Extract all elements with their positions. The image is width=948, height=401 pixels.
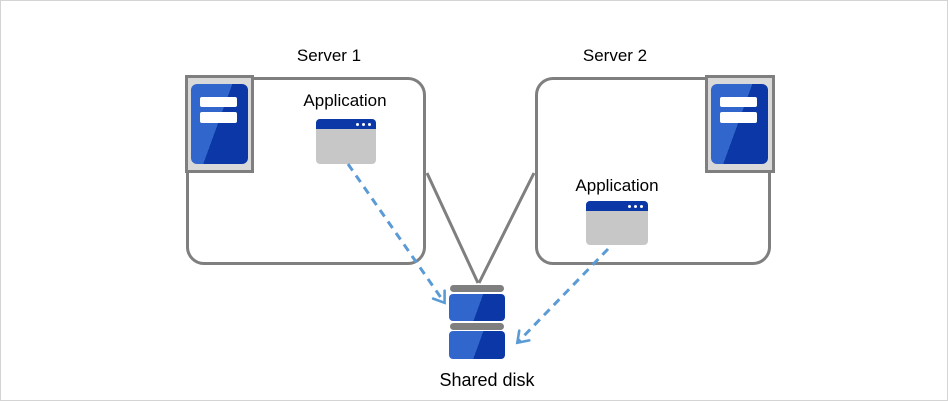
titlebar-dot (356, 122, 359, 126)
app-window-titlebar (316, 119, 376, 129)
server2-label: Server 2 (582, 46, 648, 65)
tower-slot-bar (720, 97, 757, 107)
titlebar-dot (368, 122, 371, 126)
disk-platter (449, 331, 505, 359)
disk-cap (450, 323, 504, 330)
shared-disk-label: Shared disk (439, 370, 535, 390)
tower-slot-bar (200, 97, 237, 107)
titlebar-dot (640, 204, 643, 208)
tower-slot-bar (720, 112, 757, 123)
titlebar-dot (362, 122, 365, 126)
server1-application-label: Application (303, 91, 387, 110)
server-tower-icon (191, 84, 248, 164)
server2-frame (705, 75, 775, 173)
disk-cap (450, 285, 504, 292)
server-tower-icon (711, 84, 768, 164)
tower-slot-bar (200, 112, 237, 123)
app-window-icon (586, 201, 648, 245)
server1-frame (185, 75, 254, 173)
disk-stack-icon (449, 285, 505, 359)
server1-to-disk-line (425, 172, 480, 284)
app-window-titlebar (586, 201, 648, 211)
server2-to-disk-line (477, 172, 536, 284)
titlebar-dot (634, 204, 637, 208)
server1-label: Server 1 (296, 46, 362, 65)
titlebar-dot (628, 204, 631, 208)
disk-platter (449, 294, 505, 321)
app-window-icon (316, 119, 376, 164)
server2-application-label: Application (575, 176, 659, 195)
